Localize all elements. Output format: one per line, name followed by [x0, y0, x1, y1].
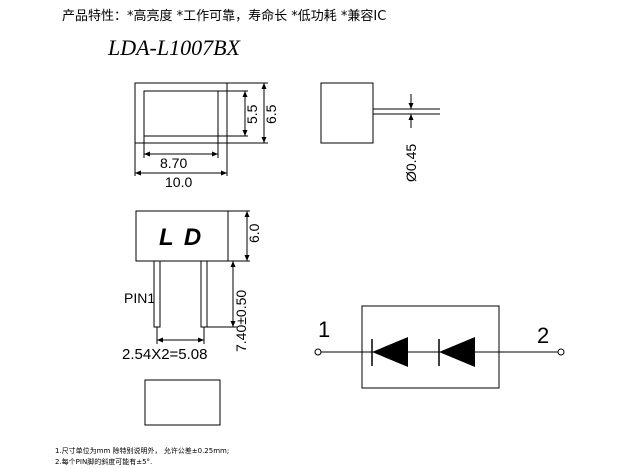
bottom-view-outline — [144, 379, 221, 426]
pin1-terminal — [314, 348, 322, 356]
circuit-schematic: 1 2 — [314, 305, 565, 389]
pin2-number: 2 — [537, 323, 549, 348]
front-view: L D PIN1 2.54X2=5.08 6.0 7.40±0.50 — [122, 210, 262, 363]
dim-pin-pitch: 2.54X2=5.08 — [122, 346, 208, 363]
top-view-inner-rect — [143, 90, 219, 137]
led-2 — [438, 337, 475, 367]
side-view-body — [320, 82, 374, 144]
dim-pin-length: 7.40±0.50 — [233, 290, 249, 352]
model-title: LDA-L1007BX — [107, 35, 242, 60]
top-view: 8.70 10.0 5.5 6.5 — [134, 82, 279, 190]
dim-pin-diameter: Ø0.45 — [403, 144, 419, 182]
led-1 — [371, 337, 408, 367]
side-view: Ø0.45 — [320, 82, 440, 182]
top-view-outer-rect — [134, 82, 228, 144]
dim-inner-width: 8.70 — [160, 155, 187, 171]
dim-outer-width: 10.0 — [165, 174, 192, 190]
features-text: 产品特性：*高亮度 *工作可靠，寿命长 *低功耗 *兼容IC — [62, 8, 386, 24]
dim-inner-height: 5.5 — [244, 104, 260, 124]
note-2: 2.每个PIN脚的斜度可能有±5°. — [55, 457, 152, 466]
pin1-label: PIN1 — [124, 290, 155, 306]
front-view-body — [135, 210, 229, 262]
pin2-terminal — [557, 348, 565, 356]
dim-body-height: 6.0 — [246, 223, 262, 243]
dim-outer-height: 6.5 — [263, 104, 279, 124]
note-1: 1.尺寸单位为mm 除特别说明外， 允许公差±0.25mm; — [55, 446, 229, 455]
body-marking: L D — [159, 224, 203, 251]
circuit-box — [361, 305, 500, 389]
pin-2 — [200, 260, 208, 328]
pin1-number: 1 — [318, 317, 330, 342]
